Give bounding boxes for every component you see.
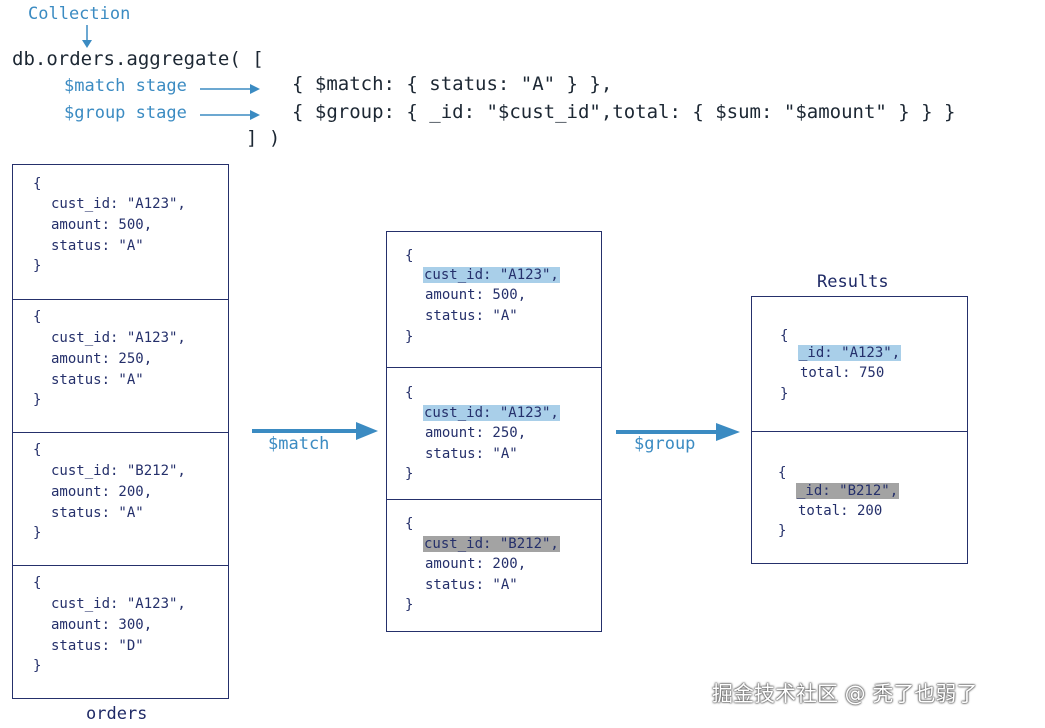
doc-open-brace: { [33,176,42,192]
doc-open-brace: { [405,516,414,532]
doc-close-brace: } [405,466,414,482]
doc-total: total: 750 [800,365,885,381]
collection-label: Collection [28,4,131,24]
code-line-group: { $group: { _id: "$cust_id",total: { $su… [292,101,956,123]
group-stage-label: $group stage [64,103,187,123]
doc-close-brace: } [33,392,42,408]
match-stage-label: $match stage [64,76,187,96]
doc-cust-id: cust_id: "A123", [423,405,560,421]
match-arrow-icon [252,422,378,440]
doc-id: _id: "B212", [796,483,900,499]
doc-amount: amount: 300, [51,617,153,633]
group-arrow-label: $group [634,434,696,454]
doc-amount: amount: 250, [425,425,527,441]
doc-open-brace: { [780,328,789,344]
doc-status: status: "A" [425,577,518,593]
matched-doc: { cust_id: "B212", amount: 200, status: … [387,499,601,632]
doc-open-brace: { [33,442,42,458]
doc-cust-id-wrap: cust_id: "A123", [423,403,560,424]
orders-doc: { cust_id: "A123", amount: 500, status: … [13,165,228,299]
doc-status: status: "D" [51,638,144,654]
results-box: { _id: "A123", total: 750 } { _id: "B212… [751,296,968,564]
doc-amount: amount: 500, [51,217,153,233]
doc-amount: amount: 200, [51,484,153,500]
result-doc: { _id: "B212", total: 200 } [752,431,967,564]
doc-open-brace: { [33,309,42,325]
doc-total: total: 200 [798,503,883,519]
matched-doc: { cust_id: "A123", amount: 500, status: … [387,232,601,367]
code-line-match: { $match: { status: "A" } }, [292,73,613,95]
doc-close-brace: } [33,258,42,274]
doc-amount: amount: 250, [51,351,153,367]
result-doc: { _id: "A123", total: 750 } [752,297,967,431]
doc-id: _id: "A123", [798,345,902,361]
orders-doc: { cust_id: "A123", amount: 250, status: … [13,299,228,432]
matched-docs-box: { cust_id: "A123", amount: 500, status: … [386,231,602,632]
doc-cust-id: cust_id: "B212", [51,463,186,479]
code-line-end: ] ) [246,127,281,149]
doc-cust-id-wrap: cust_id: "B212", [423,534,560,555]
doc-open-brace: { [778,465,787,481]
doc-open-brace: { [33,575,42,591]
doc-status: status: "A" [51,238,144,254]
match-stage-arrow-icon [200,84,260,94]
doc-close-brace: } [405,329,414,345]
orders-doc: { cust_id: "A123", amount: 300, status: … [13,565,228,699]
collection-arrow-icon [82,25,92,48]
watermark-text: 掘金技术社区 @ 秃了也弱了 [712,682,978,706]
group-stage-arrow-icon [200,110,260,120]
doc-open-brace: { [405,248,414,264]
code-line-aggregate: db.orders.aggregate( [ [12,48,264,70]
doc-cust-id: cust_id: "B212", [423,536,560,552]
doc-cust-id: cust_id: "A123", [51,196,186,212]
orders-collection-box: { cust_id: "A123", amount: 500, status: … [12,164,229,699]
doc-close-brace: } [33,525,42,541]
results-label: Results [817,272,889,292]
doc-cust-id: cust_id: "A123", [51,330,186,346]
doc-cust-id: cust_id: "A123", [51,596,186,612]
orders-doc: { cust_id: "B212", amount: 200, status: … [13,432,228,565]
orders-label: orders [86,704,148,724]
doc-open-brace: { [405,385,414,401]
doc-id-wrap: _id: "B212", [796,481,900,502]
doc-close-brace: } [778,523,787,539]
doc-close-brace: } [780,386,789,402]
doc-cust-id-wrap: cust_id: "A123", [423,265,560,286]
matched-doc: { cust_id: "A123", amount: 250, status: … [387,367,601,499]
doc-status: status: "A" [51,505,144,521]
doc-cust-id: cust_id: "A123", [423,267,560,283]
doc-status: status: "A" [425,308,518,324]
doc-close-brace: } [33,658,42,674]
match-arrow-label: $match [268,434,330,454]
doc-status: status: "A" [425,446,518,462]
doc-id-wrap: _id: "A123", [798,343,902,364]
doc-amount: amount: 200, [425,556,527,572]
doc-amount: amount: 500, [425,287,527,303]
group-arrow-icon [616,423,740,441]
doc-status: status: "A" [51,372,144,388]
doc-close-brace: } [405,597,414,613]
